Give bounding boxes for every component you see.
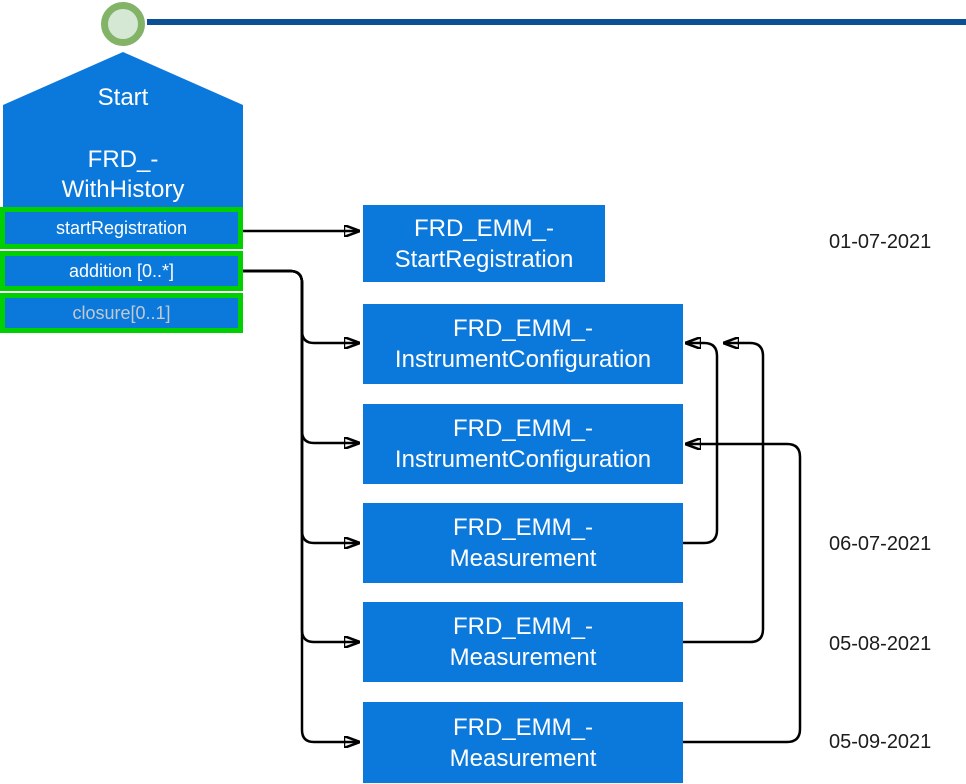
timeline-start-circle <box>101 2 145 46</box>
edge-addition-5 <box>243 269 359 742</box>
edge-measurement1-config1 <box>683 343 719 545</box>
date-label: 01-07-2021 <box>829 231 932 253</box>
start-node-name-line2: WithHistory <box>61 176 185 203</box>
attribute-label: startRegistration <box>55 217 188 238</box>
start-node: Start FRD_- WithHistory <box>3 52 243 208</box>
node-label-line1: FRD_EMM_- <box>413 214 554 242</box>
node-label-line1: FRD_EMM_- <box>452 613 593 640</box>
date-label: 05-08-2021 <box>829 633 932 655</box>
node-label-line2: Measurement <box>449 644 597 671</box>
edge-addition-2 <box>243 269 359 443</box>
attribute-label: closure[0..1] <box>72 302 171 323</box>
edge-addition-4 <box>243 269 359 642</box>
start-node-name: FRD_- WithHistory <box>3 145 243 205</box>
edge-addition-3 <box>243 269 359 543</box>
attribute-row-closure: closure[0..1] <box>0 293 243 333</box>
edge-measurement3-config2 <box>683 444 802 744</box>
node-label-line2: StartRegistration <box>394 245 574 273</box>
start-node-name-line1: FRD_- <box>87 146 159 173</box>
node-label-line1: FRD_EMM_- <box>452 415 593 442</box>
start-node-title: Start <box>97 84 149 111</box>
date-label: 06-07-2021 <box>829 533 932 555</box>
node-instrument-configuration-1: FRD_EMM_- InstrumentConfiguration <box>363 304 683 384</box>
edge-measurement2-config1 <box>683 343 765 644</box>
node-label-line1: FRD_EMM_- <box>452 514 593 541</box>
timeline-line <box>147 19 966 25</box>
node-measurement-1: FRD_EMM_- Measurement <box>363 503 683 583</box>
node-start-registration: FRD_EMM_- StartRegistration <box>363 205 605 282</box>
node-label-line2: InstrumentConfiguration <box>394 346 652 373</box>
node-label-line1: FRD_EMM_- <box>452 315 593 342</box>
attribute-label: addition [0..*] <box>68 260 175 281</box>
date-label: 05-09-2021 <box>829 731 932 753</box>
node-measurement-2: FRD_EMM_- Measurement <box>363 602 683 682</box>
edge-addition-1 <box>243 269 359 343</box>
attribute-row-start-registration: startRegistration <box>0 207 243 249</box>
node-instrument-configuration-2: FRD_EMM_- InstrumentConfiguration <box>363 404 683 484</box>
node-label-line1: FRD_EMM_- <box>452 713 593 741</box>
attribute-row-addition: addition [0..*] <box>0 251 243 291</box>
node-label-line2: InstrumentConfiguration <box>394 446 652 473</box>
node-measurement-3: FRD_EMM_- Measurement <box>363 702 683 783</box>
node-label-line2: Measurement <box>449 545 597 572</box>
node-label-line2: Measurement <box>449 744 597 772</box>
